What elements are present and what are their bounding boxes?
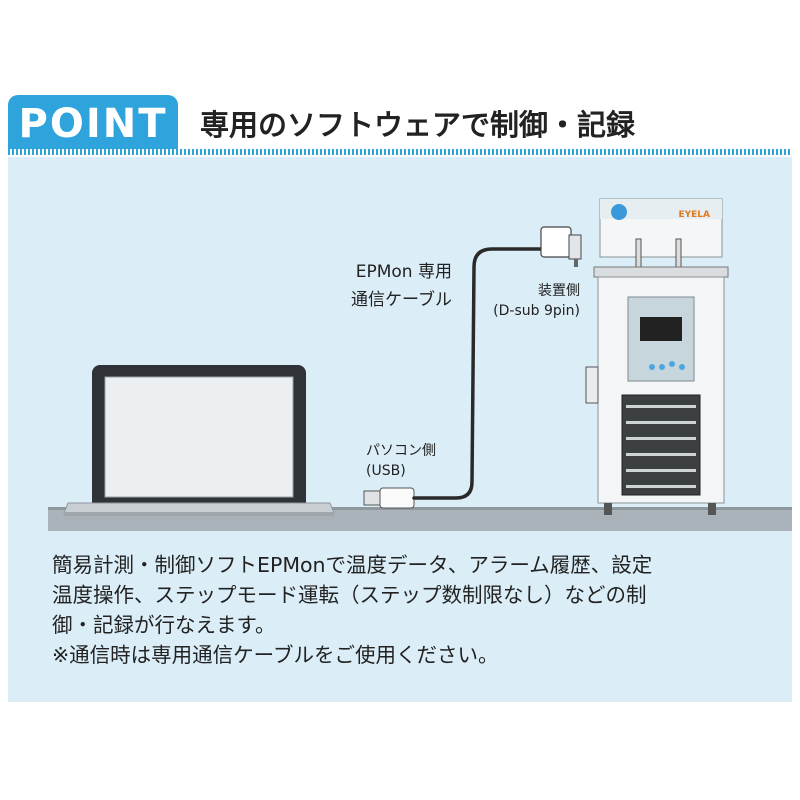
device-button-2	[659, 364, 665, 370]
device-foot-right	[708, 503, 716, 515]
cable-label-line1: EPMon 専用	[356, 262, 452, 282]
description-text: 簡易計測・制御ソフトEPMonで温度データ、アラーム履歴、設定 温度操作、ステッ…	[52, 550, 772, 670]
usb-plug-body	[379, 487, 415, 509]
dsub-hood	[540, 226, 572, 258]
laptop-base-front	[64, 512, 334, 516]
dsub-shell	[568, 234, 582, 260]
device-lid	[593, 266, 729, 278]
dsub-connector	[540, 226, 582, 267]
point-badge: POINT	[8, 95, 178, 153]
content-panel: EYELA	[8, 157, 792, 702]
connection-diagram: EYELA	[48, 198, 792, 531]
description-line: 簡易計測・制御ソフトEPMonで温度データ、アラーム履歴、設定	[52, 553, 653, 577]
description-line: 御・記録が行なえます。	[52, 613, 276, 637]
device-tube-right	[675, 238, 682, 270]
header-stripe	[8, 149, 792, 155]
pc-side-connector: (USB)	[366, 463, 406, 479]
device-grille-slat-3	[626, 437, 696, 440]
device-grille-slat-4	[626, 453, 696, 456]
dsub-screw	[574, 259, 578, 267]
device-grille	[621, 394, 701, 496]
laptop-illustration	[63, 365, 335, 516]
device-top-strip	[600, 199, 722, 219]
description-line: 温度操作、ステップモード運転（ステップ数制限なし）などの制	[52, 583, 647, 607]
usb-plug	[363, 487, 415, 509]
device-side-connector: (D-sub 9pin)	[493, 303, 580, 319]
device-button-4	[679, 364, 685, 370]
device-grille-slat-2	[626, 421, 696, 424]
communication-cable	[412, 247, 546, 500]
laptop-screen	[104, 376, 294, 498]
device-brand-logo: EYELA	[678, 210, 710, 220]
device-e-logo	[611, 204, 627, 220]
pc-side-label: パソコン側	[366, 443, 436, 459]
usb-connector-metal	[363, 490, 381, 506]
device-button-1	[649, 364, 655, 370]
device-side-label: 装置側	[538, 283, 580, 299]
device-button-3	[669, 361, 675, 367]
point-header: POINT 専用のソフトウェアで制御・記録	[0, 95, 800, 157]
device-grille-slat-6	[626, 485, 696, 488]
device-foot-left	[604, 503, 612, 515]
device-side-port	[585, 366, 599, 404]
point-badge-label: POINT	[18, 101, 168, 147]
device-grille-slat-1	[626, 405, 696, 408]
description-note: ※通信時は専用通信ケーブルをご使用ください。	[52, 643, 499, 667]
chiller-device: EYELA	[585, 198, 729, 515]
cable-label-line2: 通信ケーブル	[351, 289, 452, 310]
header-title: 専用のソフトウェアで制御・記録	[200, 108, 636, 142]
device-display	[640, 317, 682, 341]
device-grille-slat-5	[626, 469, 696, 472]
laptop-base	[63, 502, 335, 514]
floor-edge	[48, 507, 792, 510]
device-tube-left	[635, 238, 642, 270]
